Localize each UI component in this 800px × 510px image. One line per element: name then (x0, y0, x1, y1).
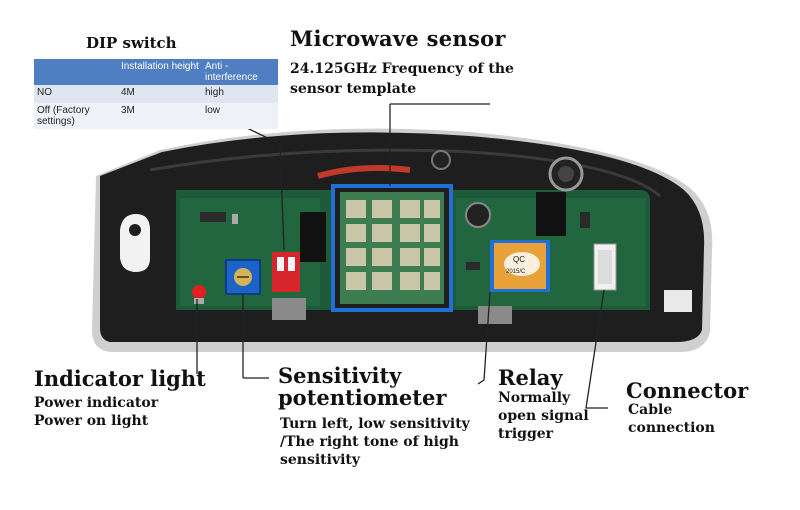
sensitivity-title-line-1: Sensitivity (278, 363, 402, 388)
microwave-sensor-description: 24.125GHz Frequency of the sensor templa… (290, 59, 550, 99)
connector-line-2: connection (628, 420, 715, 436)
table-cell: low (202, 103, 278, 129)
connector-description: Cable connection (628, 401, 715, 437)
indicator-line-2: Power on light (34, 413, 149, 429)
relay-description: Normally open signal trigger (498, 389, 589, 443)
relay-line-1: Normally (498, 390, 571, 406)
table-header-row: Installation height Anti - interference (34, 59, 278, 85)
table-cell: Off (Factory settings) (34, 103, 118, 129)
microwave-line-1: 24.125GHz Frequency of the (290, 61, 514, 77)
indicator-line-1: Power indicator (34, 395, 159, 411)
indicator-light-title: Indicator light (34, 366, 206, 391)
dip-switch-title: DIP switch (86, 34, 177, 52)
table-row: Off (Factory settings) 3M low (34, 103, 278, 129)
table-cell: 3M (118, 103, 202, 129)
table-cell: 4M (118, 85, 202, 103)
sensitivity-title-line-2: potentiometer (278, 385, 447, 410)
table-header-cell (34, 59, 118, 85)
table-header-cell: Anti - interference (202, 59, 278, 85)
microwave-sensor-title: Microwave sensor (290, 26, 506, 51)
relay-marking-qc: QC (513, 255, 525, 264)
connector-line-1: Cable (628, 402, 673, 418)
microwave-line-2: sensor template (290, 81, 417, 97)
sensitivity-line-3: sensitivity (280, 452, 361, 468)
relay-line-2: open signal (498, 408, 589, 424)
table-cell: high (202, 85, 278, 103)
connector-title: Connector (626, 378, 749, 403)
table-row: NO 4M high (34, 85, 278, 103)
indicator-light-description: Power indicator Power on light (34, 394, 158, 430)
table-header-cell: Installation height (118, 59, 202, 85)
sensitivity-line-1: Turn left, low sensitivity (280, 416, 470, 432)
relay-line-3: trigger (498, 426, 554, 442)
sensitivity-potentiometer-title: Sensitivity potentiometer (278, 365, 446, 409)
relay-title: Relay (498, 365, 563, 390)
sensitivity-description: Turn left, low sensitivity /The right to… (280, 415, 470, 469)
sensitivity-line-2: /The right tone of high (280, 434, 459, 450)
table-cell: NO (34, 85, 118, 103)
dip-switch-table: Installation height Anti - interference … (34, 59, 278, 129)
relay-marking-date: 2015/C (506, 269, 526, 275)
